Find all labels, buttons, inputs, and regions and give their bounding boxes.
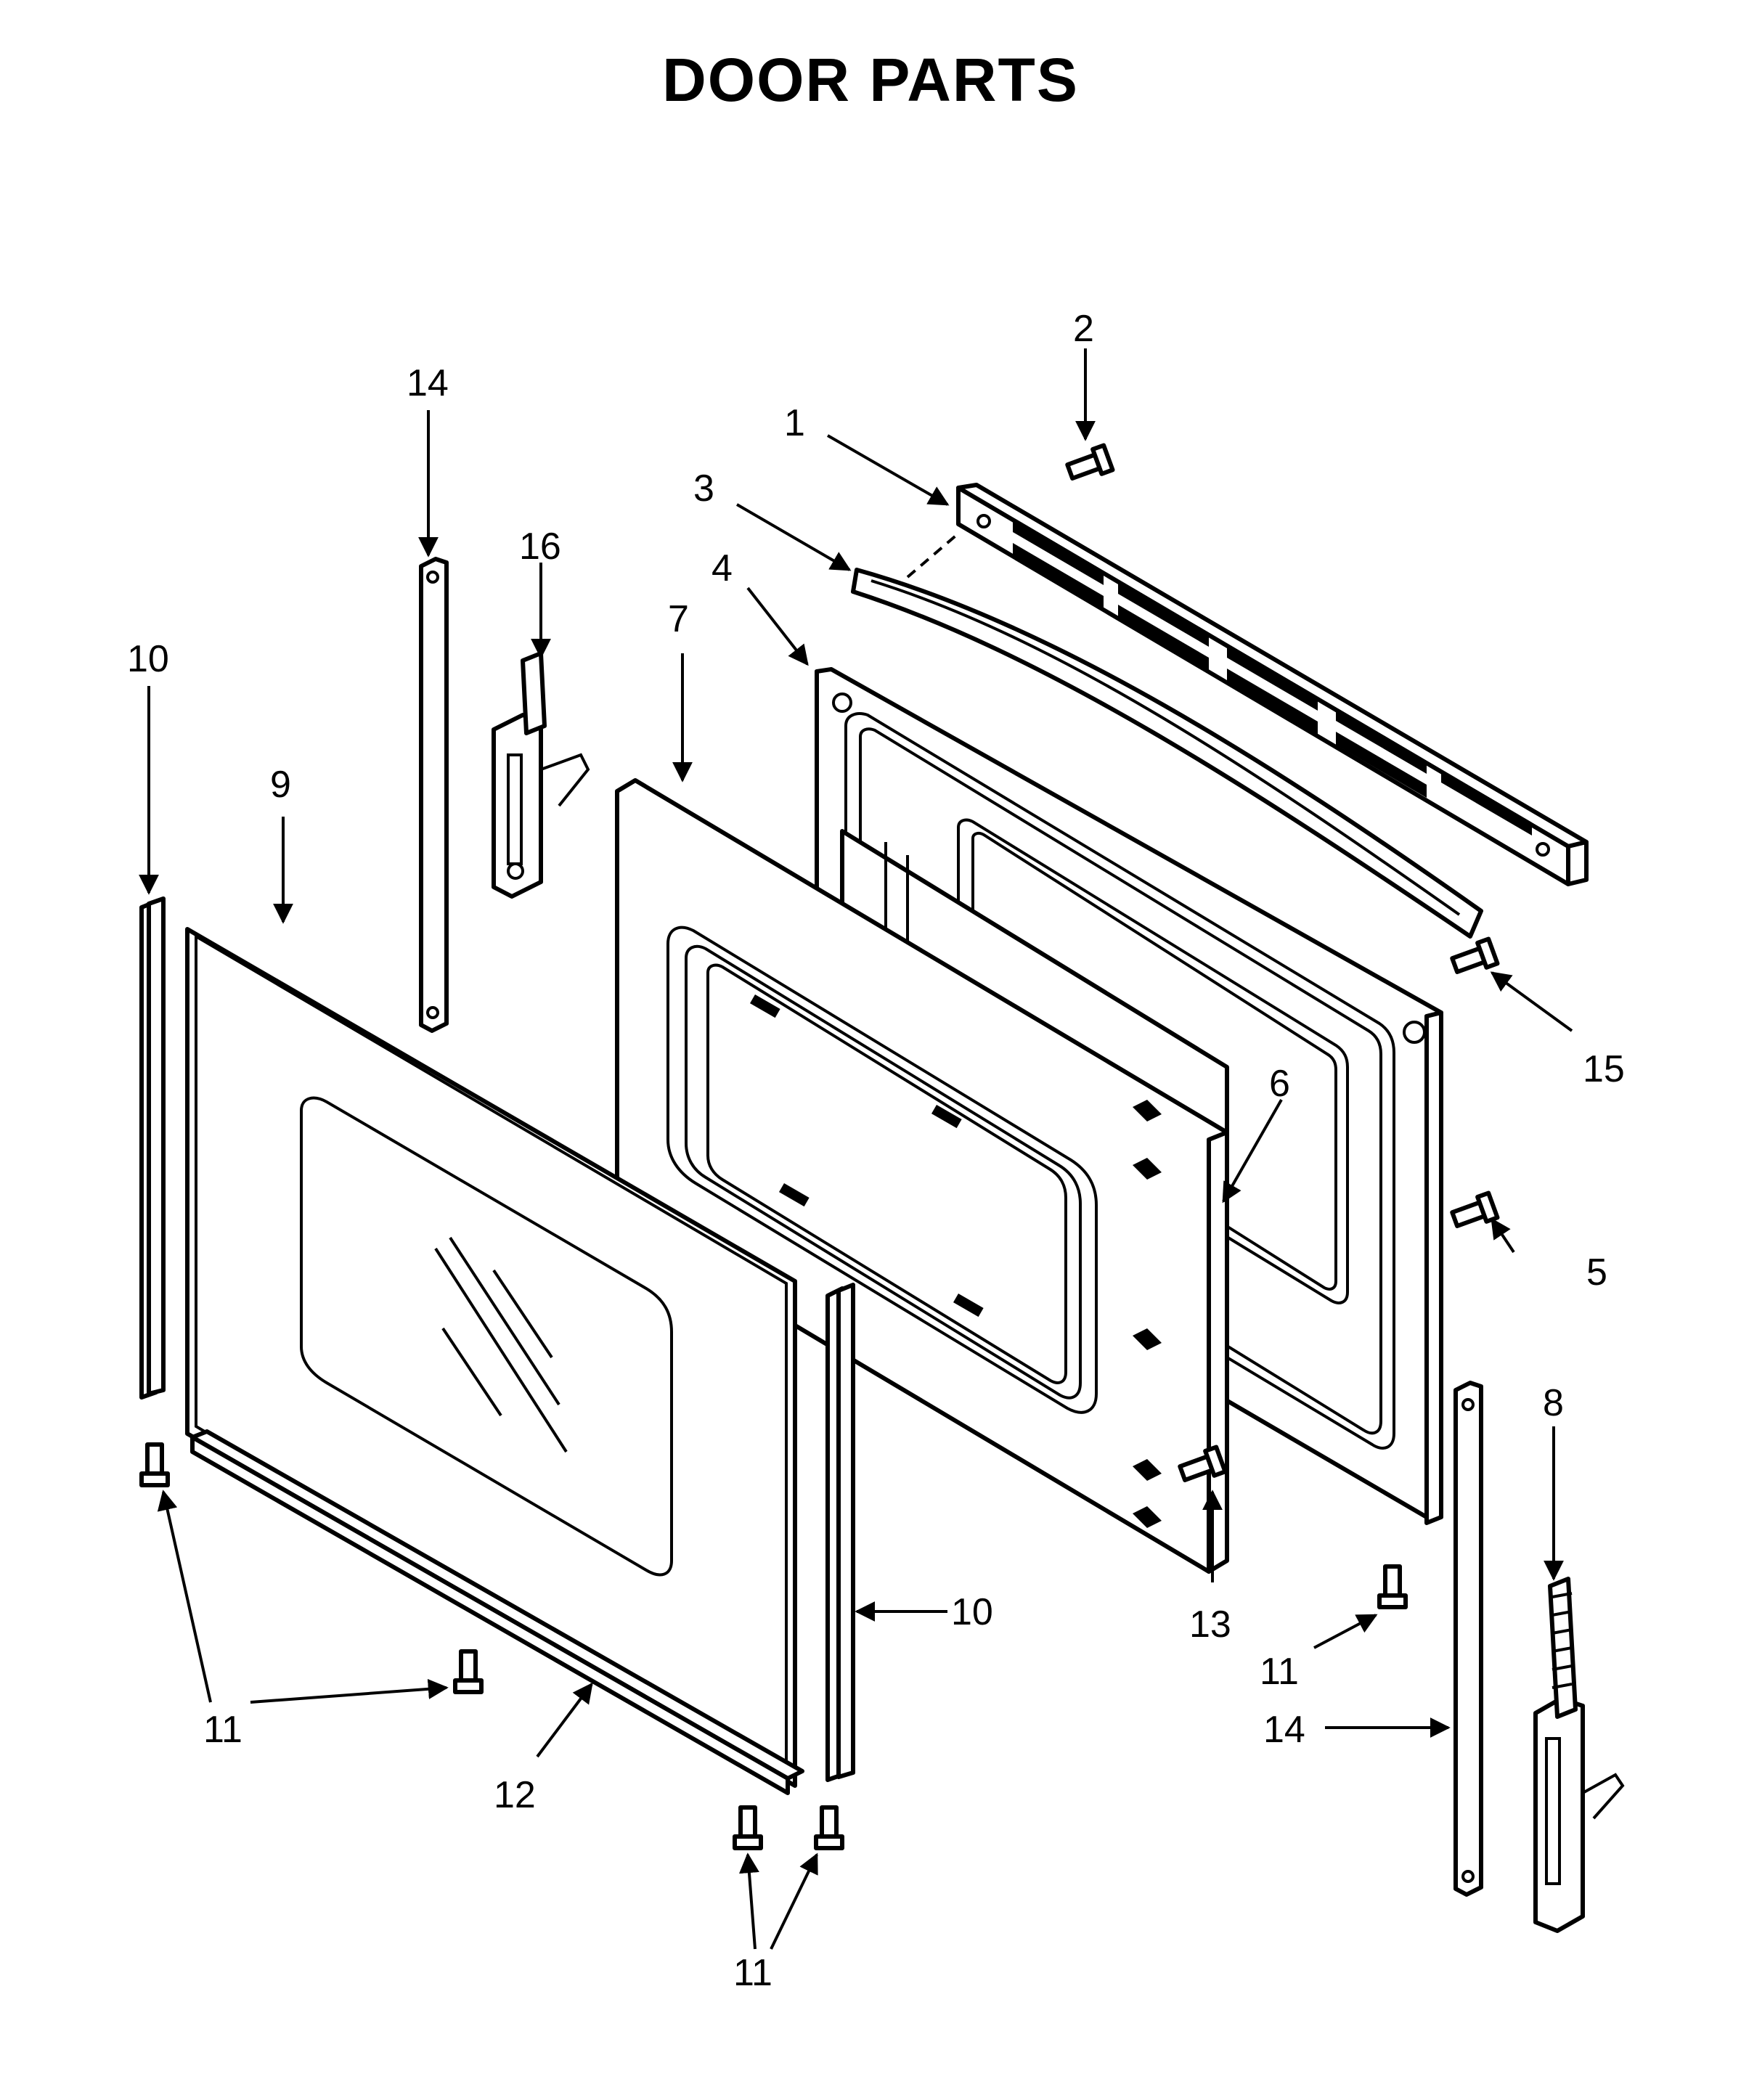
callout-11-front: 11 <box>733 1952 772 1994</box>
screw-5 <box>1450 1190 1500 1228</box>
leader-lines <box>139 348 1573 1950</box>
callout-16: 16 <box>519 526 561 568</box>
callout-8: 8 <box>1543 1382 1564 1424</box>
screw-11-bottom <box>453 1649 484 1694</box>
callout-5: 5 <box>1586 1251 1607 1294</box>
hinge-receiver-right <box>1453 1381 1483 1897</box>
screw-2 <box>1065 443 1115 481</box>
callout-11-left: 11 <box>203 1709 242 1751</box>
callout-13: 13 <box>1189 1603 1231 1646</box>
screw-15 <box>1450 936 1500 974</box>
callout-6: 6 <box>1269 1063 1290 1105</box>
screw-11-left <box>139 1442 170 1487</box>
hinge-left <box>492 651 590 899</box>
screw-11-front-b <box>814 1805 844 1850</box>
callout-7: 7 <box>668 598 689 640</box>
side-trim-left <box>139 896 166 1400</box>
callout-12: 12 <box>494 1774 536 1816</box>
callout-11-right: 11 <box>1260 1651 1299 1693</box>
callout-14-left: 14 <box>407 362 449 404</box>
callout-14-right: 14 <box>1263 1709 1305 1751</box>
callout-labels: 1 2 3 4 5 6 7 8 9 10 10 11 11 11 11 12 1… <box>127 308 1625 1994</box>
page-title: DOOR PARTS <box>662 46 1079 114</box>
hinge-receiver-left <box>419 557 449 1033</box>
bottom-trim <box>190 1429 804 1795</box>
vent-trim <box>956 483 1589 886</box>
callout-15: 15 <box>1583 1048 1625 1090</box>
screw-13 <box>1178 1445 1228 1482</box>
callout-2: 2 <box>1073 308 1094 350</box>
screw-11-right <box>1377 1564 1408 1609</box>
callout-10-right: 10 <box>951 1591 993 1633</box>
hinge-right <box>1533 1577 1625 1933</box>
door-handle <box>851 532 1483 939</box>
callout-9: 9 <box>270 764 291 806</box>
outer-door-glass <box>185 927 797 1788</box>
side-trim-right <box>825 1283 855 1782</box>
inner-glass-frame <box>615 778 1229 1574</box>
callout-3: 3 <box>693 467 714 510</box>
screw-11-front-a <box>733 1805 763 1850</box>
callout-4: 4 <box>712 547 733 589</box>
callout-10-left: 10 <box>127 638 169 680</box>
callout-1: 1 <box>784 402 805 444</box>
